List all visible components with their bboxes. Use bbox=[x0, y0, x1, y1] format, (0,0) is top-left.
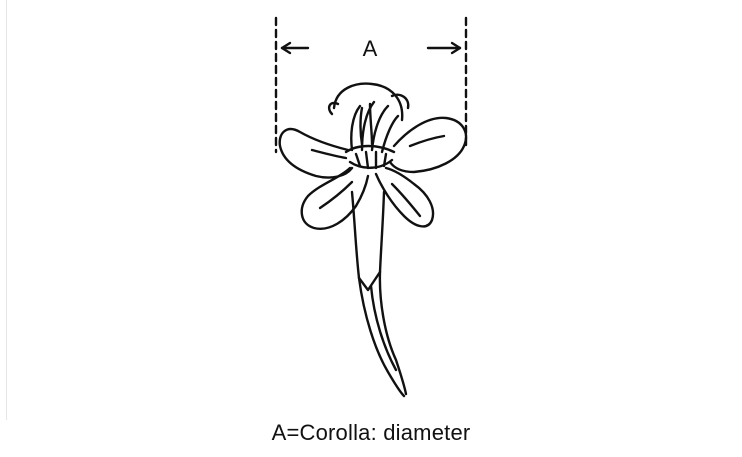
stem bbox=[352, 192, 406, 396]
lower-left-petal bbox=[302, 168, 368, 229]
flower-illustration: A bbox=[0, 0, 742, 420]
dimension-label: A bbox=[363, 36, 378, 61]
figure-caption: A=Corolla: diameter bbox=[0, 420, 742, 446]
left-petal bbox=[280, 129, 352, 177]
flower-diagram: A bbox=[0, 0, 742, 420]
right-petal bbox=[390, 118, 466, 172]
left-edge-line bbox=[6, 0, 7, 420]
flower-center bbox=[346, 102, 398, 168]
upper-petal bbox=[329, 84, 408, 120]
